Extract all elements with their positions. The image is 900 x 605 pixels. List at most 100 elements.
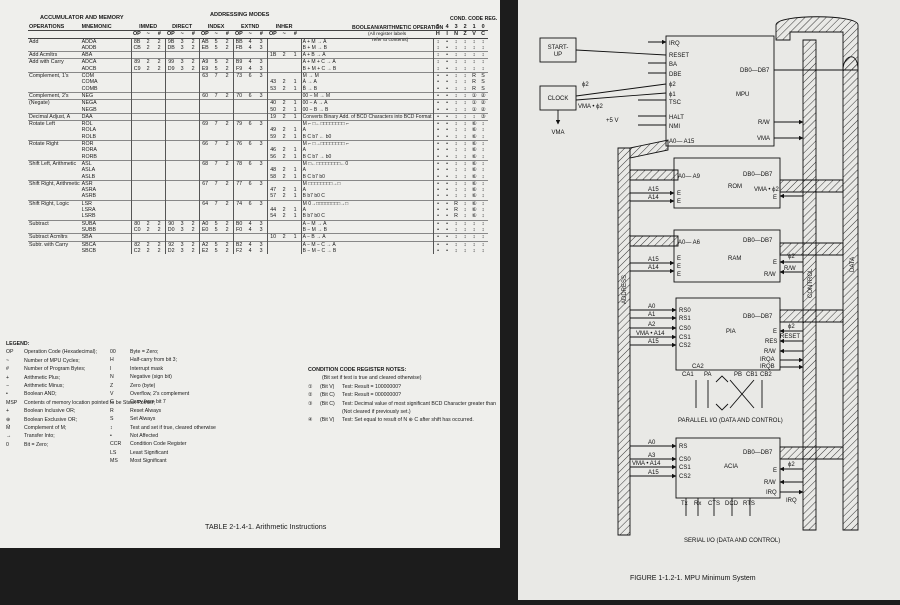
legend-text: Interrupt mask	[130, 365, 164, 372]
cc-value: ↕	[451, 233, 461, 241]
subheader-cycles: ~	[210, 30, 222, 39]
mode-value: 2	[282, 79, 286, 86]
operation-name	[28, 213, 81, 220]
pia-chip	[675, 297, 781, 371]
mpu-pin-reset: RESET	[669, 53, 689, 59]
mode-value: 50	[266, 106, 279, 114]
mode-value	[176, 233, 188, 241]
cc-value: ↕	[469, 58, 479, 66]
mode-value: 2	[282, 147, 286, 154]
mode-value: 2	[142, 37, 154, 45]
mode-value: B0	[232, 219, 245, 227]
mode-value: 2	[187, 240, 200, 248]
mode-value	[278, 58, 290, 66]
acia-a0: A0	[648, 440, 656, 446]
legend-symbol: −	[6, 383, 10, 390]
mode-value	[154, 193, 166, 200]
cc-value: •	[432, 167, 443, 174]
mode-value	[143, 213, 154, 220]
acia-db: DB0—DB7	[743, 450, 773, 456]
mode-value: 1	[293, 79, 297, 86]
mode-value	[198, 85, 211, 93]
cc-value: ↕	[472, 44, 476, 51]
legend-symbol: #	[6, 366, 9, 373]
boolean-operation: M̄ → M	[300, 72, 434, 80]
cc-value: R	[472, 85, 476, 92]
mode-value	[164, 127, 177, 134]
ram-e2: E	[677, 264, 681, 270]
mode-value: 3	[255, 72, 268, 80]
mode-value: F2	[232, 247, 245, 255]
cc-value: ↕	[478, 58, 488, 66]
rom-chip	[673, 157, 781, 209]
mnemonic: NEGA	[80, 99, 132, 107]
subheader-op: OP	[267, 30, 279, 39]
pia-pin-cs1: CS1	[679, 335, 691, 341]
mode-value: 1	[293, 213, 297, 220]
rom-e2: E	[677, 199, 681, 205]
mode-value	[164, 85, 177, 93]
cc-value: •	[432, 140, 443, 148]
mpu-pin-irq: IRQ	[669, 41, 680, 47]
serial-io-label: SERIAL I/O (DATA AND CONTROL)	[684, 538, 780, 544]
cc-value: ↕	[478, 233, 488, 241]
pia-a2: A2	[648, 322, 656, 328]
mode-value	[198, 173, 211, 181]
cc-value: R	[454, 213, 458, 220]
mode-value	[232, 99, 245, 107]
mode-value: 2	[282, 187, 286, 194]
legend-symbol: ↕	[110, 424, 113, 431]
mode-value: 2	[282, 213, 286, 220]
cc-value: •	[432, 153, 443, 161]
cc-value: •	[446, 247, 448, 254]
mnemonic: COMA	[81, 79, 98, 86]
mode-value: 1B	[266, 51, 279, 59]
mode-value	[245, 154, 256, 161]
pia-vma: VMA • A14	[636, 331, 665, 337]
subheader-bytes: #	[221, 30, 234, 39]
legend-text: Not Affected	[130, 433, 159, 440]
acia-dcd: DCD	[725, 501, 739, 507]
mpu-pin-dbe: DBE	[669, 72, 681, 78]
boolean-operation: A	[300, 147, 434, 154]
mnemonic: ASL	[80, 159, 132, 168]
acia-pin-irq: IRQ	[766, 490, 777, 496]
cc-value: ↕	[481, 247, 485, 254]
mode-value	[164, 193, 177, 201]
table-title-cond-code: COND. CODE REG.	[450, 16, 498, 22]
cc-value: ↕	[460, 37, 470, 45]
cc-value: •	[446, 173, 448, 180]
mode-value: A0	[198, 219, 211, 227]
mode-value	[142, 99, 154, 107]
cc-value: •	[432, 233, 443, 241]
mode-value	[198, 213, 211, 221]
cc-value: ↕	[478, 240, 488, 248]
mode-value: 2	[282, 193, 286, 200]
cc-value: •	[432, 213, 443, 221]
mode-value: 2	[157, 247, 161, 254]
mode-value: CB	[130, 44, 143, 52]
mode-value	[232, 213, 245, 221]
boolean-operation: B − M → B	[300, 226, 434, 234]
mode-value	[232, 85, 245, 93]
mpu-name: MPU	[736, 92, 749, 98]
mode-value: 2	[191, 44, 195, 51]
mpu-chip	[665, 35, 775, 147]
mode-value	[142, 51, 154, 59]
mode-value	[256, 86, 268, 93]
legend-symbol: S	[110, 416, 114, 423]
mode-value: 2	[221, 120, 234, 128]
mode-value: 67	[198, 179, 211, 188]
cc-value: ↕	[463, 187, 467, 194]
cc-value: ↕	[451, 179, 461, 188]
cc-value: ↕	[454, 85, 458, 92]
cc-value: •	[432, 240, 443, 248]
cc-value: ↕	[460, 51, 470, 59]
